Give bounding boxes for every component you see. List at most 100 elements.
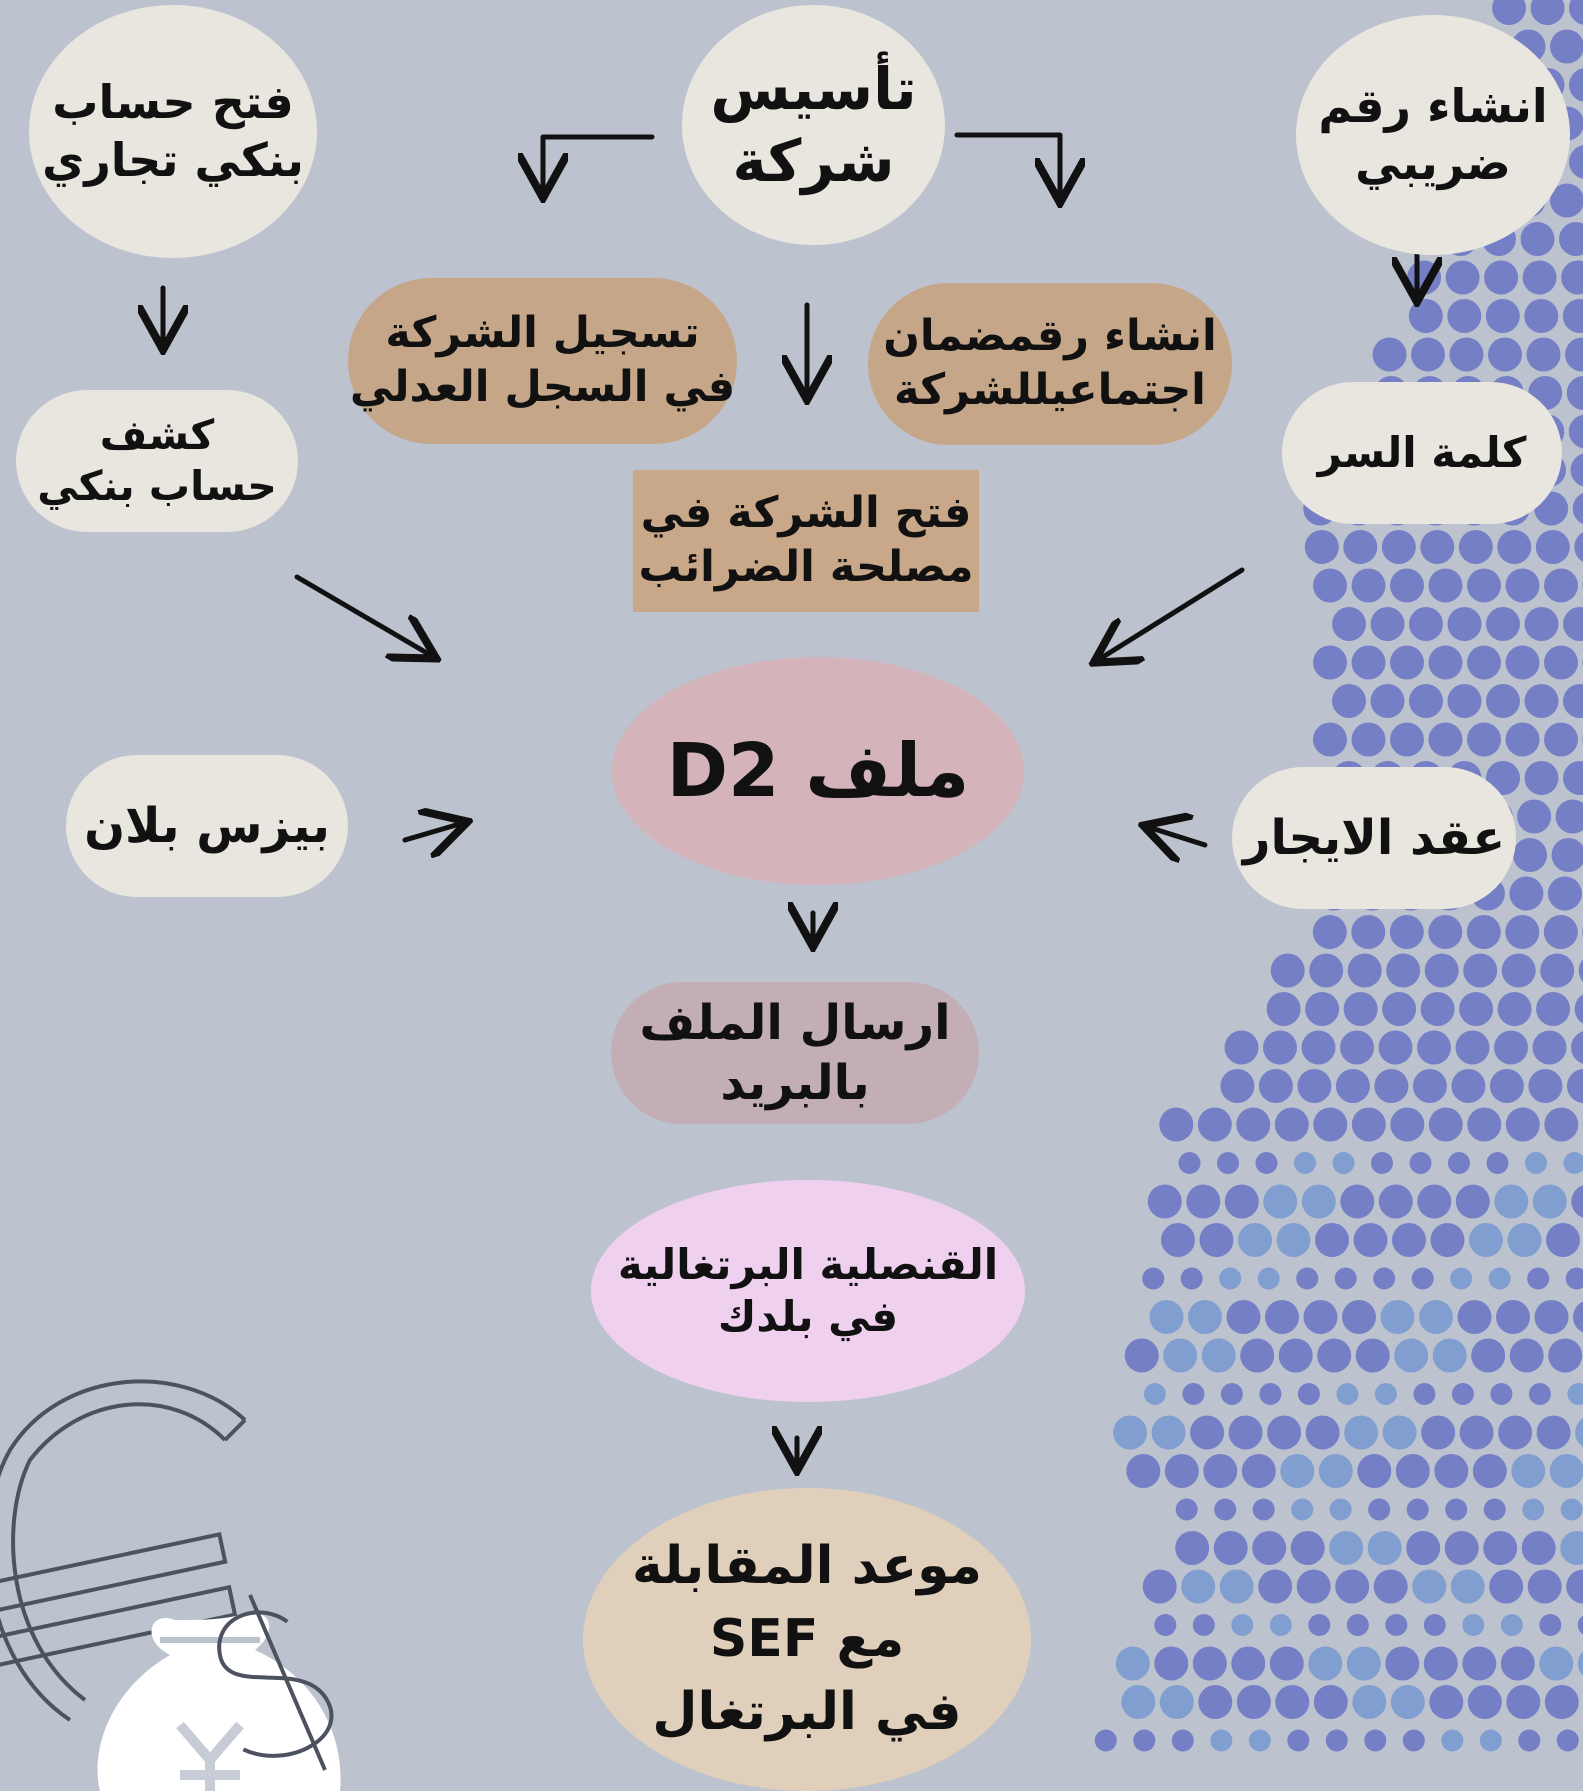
dot (1451, 1383, 1474, 1405)
dot (1267, 1415, 1302, 1450)
dot (1444, 1531, 1479, 1565)
dot (1539, 1614, 1562, 1636)
dot (1483, 1531, 1518, 1565)
dot (1219, 1267, 1242, 1290)
dot (1509, 1338, 1544, 1373)
dot (1290, 1531, 1325, 1565)
dot (1517, 799, 1552, 834)
dot (1199, 1223, 1234, 1257)
dot (1486, 1152, 1509, 1174)
dot (1180, 1267, 1203, 1290)
dot (1340, 1030, 1374, 1065)
dot (1126, 1454, 1161, 1488)
dot (1550, 183, 1583, 218)
dot (1469, 1223, 1503, 1257)
dot (1121, 1685, 1156, 1719)
dot (1447, 299, 1482, 333)
dot (1287, 1729, 1310, 1752)
dot (1459, 992, 1494, 1026)
dot (1142, 1267, 1165, 1290)
dot (1544, 722, 1578, 757)
dot (1213, 1531, 1248, 1565)
dot (1544, 1107, 1579, 1142)
dot (1149, 1300, 1184, 1334)
dot (1527, 1267, 1550, 1290)
dot (1355, 1338, 1390, 1373)
dot (1175, 1531, 1210, 1565)
dollar-sign-icon (217, 1594, 334, 1771)
dot (1560, 1531, 1583, 1565)
dot (1532, 1184, 1567, 1219)
dot (1133, 1729, 1156, 1752)
dot (1142, 1569, 1177, 1604)
dot (1498, 1415, 1533, 1450)
arrow-statement-to-d2 (294, 574, 432, 656)
dot (1536, 992, 1571, 1026)
dot (1483, 1498, 1506, 1521)
dot (1175, 1498, 1198, 1521)
dot (1257, 1267, 1280, 1290)
dot (1228, 1415, 1263, 1450)
dot (1159, 1107, 1194, 1142)
node-bank-statement: كشف حساب بنكي (16, 390, 298, 532)
dot (1236, 1685, 1271, 1719)
dot (1381, 530, 1416, 564)
dot (1301, 1184, 1336, 1219)
node-d2-file: ملف D2 (612, 657, 1024, 885)
dot (1549, 1454, 1583, 1488)
dot (1511, 1454, 1546, 1488)
dot (1147, 1184, 1182, 1219)
dot (1532, 1030, 1567, 1065)
dot (1269, 1614, 1292, 1636)
dot (1297, 1383, 1320, 1405)
money-bag-icon (97, 1612, 341, 1791)
dot (1402, 1729, 1425, 1752)
dot (1296, 1267, 1319, 1290)
node-company-setup: تأسيس شركة (682, 5, 945, 245)
dot (1241, 1454, 1276, 1488)
dot (1455, 1184, 1490, 1219)
dot (1423, 1614, 1446, 1636)
dot (1312, 915, 1347, 949)
dot (1509, 876, 1544, 911)
dot (1163, 1338, 1198, 1373)
dot (1309, 953, 1344, 988)
dot (1301, 1030, 1336, 1065)
dot (1382, 992, 1417, 1026)
dot (1275, 1685, 1310, 1719)
dot (1526, 337, 1561, 372)
dot (1505, 645, 1540, 680)
dot (1409, 1152, 1432, 1174)
dot (1547, 876, 1582, 911)
dot (1373, 1267, 1396, 1290)
dot (1578, 959, 1583, 982)
dot (1181, 1569, 1216, 1604)
dot (1420, 530, 1455, 564)
dot (1449, 337, 1484, 372)
dot (1411, 1267, 1434, 1290)
dot (1188, 1300, 1222, 1334)
dot (1278, 1338, 1313, 1373)
dot (1390, 568, 1424, 603)
dot (1556, 1729, 1579, 1752)
dot (1566, 376, 1583, 410)
dot (1296, 1569, 1331, 1604)
dot (1548, 1338, 1583, 1373)
dot (1412, 1569, 1447, 1604)
dot (1190, 1415, 1225, 1450)
dot (1570, 453, 1583, 487)
arrow-plan-to-d2 (402, 823, 463, 840)
dot (1390, 722, 1424, 757)
dot (1364, 1729, 1387, 1752)
dot (1428, 1107, 1463, 1142)
dot (1428, 722, 1463, 757)
dot (1406, 1531, 1441, 1565)
dot (1329, 1498, 1352, 1521)
arrow-lease-to-d2 (1148, 827, 1208, 845)
dot (1343, 530, 1378, 564)
dot (1164, 1454, 1199, 1488)
dot (1569, 68, 1583, 102)
dot (1305, 992, 1340, 1026)
dot (1413, 1383, 1436, 1405)
